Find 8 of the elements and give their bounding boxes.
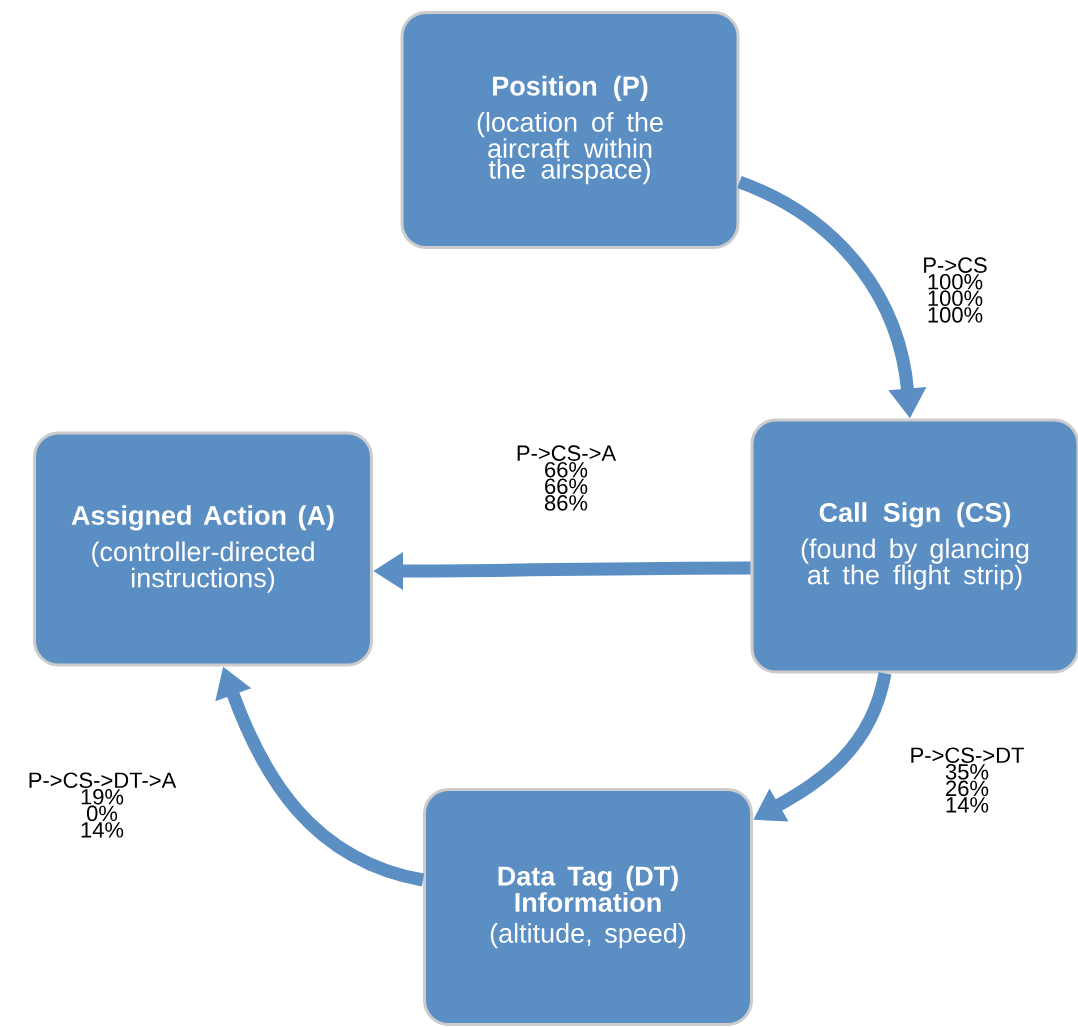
process-box: Assigned Action (A) (controller-directed instructions) xyxy=(33,431,373,667)
edge-label: P->CS->DT->A 19% 0% 14% xyxy=(29,772,177,838)
process-box: Data Tag (DT) Information (altitude, speed) xyxy=(423,788,753,1026)
process-box: Position (P) (location of the aircraft within the airspace) xyxy=(400,11,740,249)
edge-label: P->CS->A 66% 66% 86% xyxy=(517,445,617,511)
edge-label: P->CS 100% 100% 100% xyxy=(924,257,987,323)
process-box: Call Sign (CS) (found by glancing at the flight strip) xyxy=(750,418,1078,674)
edge-label: P->CS->DT 35% 26% 14% xyxy=(911,747,1024,813)
